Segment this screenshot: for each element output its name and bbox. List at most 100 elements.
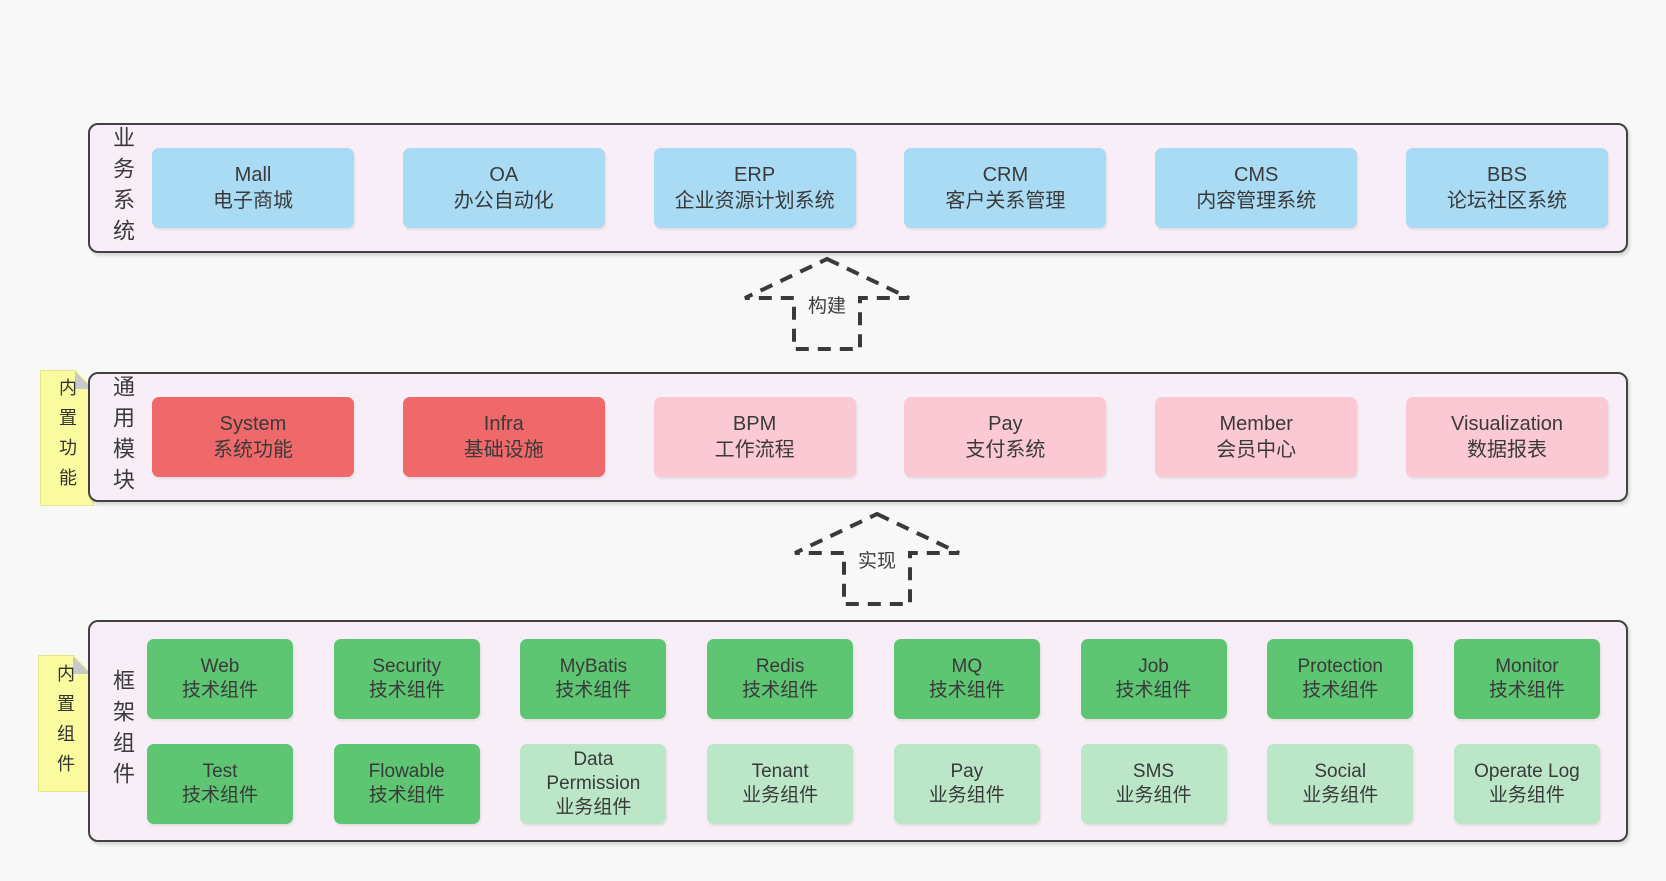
box-data-permission: Data Permission 业务组件 <box>520 744 667 824</box>
box-desc: 技术组件 <box>1488 680 1565 701</box>
box-desc: 技术组件 <box>181 680 258 701</box>
box-crm: CRM 客户关系管理 <box>904 148 1107 228</box>
box-desc: 系统功能 <box>213 439 293 461</box>
box-desc: 业务组件 <box>555 797 632 818</box>
box-desc: 业务组件 <box>1302 785 1379 806</box>
box-web: Web 技术组件 <box>147 639 293 719</box>
box-name: MQ <box>951 656 983 677</box>
box-bbs: BBS 论坛社区系统 <box>1405 148 1608 228</box>
box-sms: SMS 业务组件 <box>1080 744 1227 824</box>
box-name: Web <box>200 656 240 677</box>
box-row: Mall 电子商城 OA 办公自动化 ERP 企业资源计划系统 CRM 客户关系… <box>152 148 1608 228</box>
box-desc: 业务组件 <box>742 785 819 806</box>
box-test: Test 技术组件 <box>147 744 293 824</box>
box-system: System 系统功能 <box>152 397 354 477</box>
box-name: ERP <box>734 164 776 186</box>
box-desc: 电子商城 <box>213 190 293 212</box>
section-side-label: 通用模块 <box>110 375 135 499</box>
section-side-label: 框架组件 <box>110 669 135 793</box>
box-desc: 技术组件 <box>742 680 819 701</box>
box-bpm: BPM 工作流程 <box>653 397 856 477</box>
box-job: Job 技术组件 <box>1080 639 1227 719</box>
box-row: System 系统功能 Infra 基础设施 BPM 工作流程 Pay 支付系统… <box>152 397 1608 477</box>
box-monitor: Monitor 技术组件 <box>1453 639 1600 719</box>
section-framework-components: 框架组件 Web 技术组件 Security 技术组件 MyBatis 技术组件… <box>88 620 1628 842</box>
box-cms: CMS 内容管理系统 <box>1155 148 1358 228</box>
box-name: Tenant <box>751 761 809 782</box>
box-desc: 技术组件 <box>928 680 1005 701</box>
section-common-modules: 通用模块 System 系统功能 Infra 基础设施 BPM 工作流程 Pay… <box>88 372 1628 502</box>
box-desc: 内容管理系统 <box>1196 190 1317 212</box>
box-name: Security <box>372 656 442 677</box>
box-name: Monitor <box>1495 656 1559 677</box>
section-business-systems: 业务系统 Mall 电子商城 OA 办公自动化 ERP 企业资源计划系统 CRM… <box>88 123 1628 253</box>
box-erp: ERP 企业资源计划系统 <box>653 148 856 228</box>
dashed-up-arrow-icon <box>744 256 910 351</box>
box-pay-biz: Pay 业务组件 <box>893 744 1040 824</box>
box-name: Social <box>1314 761 1367 782</box>
box-name: System <box>219 413 287 435</box>
box-name: BBS <box>1486 164 1527 186</box>
box-name: Pay <box>950 761 984 782</box>
box-name: Mall <box>234 164 272 186</box>
box-redis: Redis 技术组件 <box>707 639 854 719</box>
box-security: Security 技术组件 <box>333 639 480 719</box>
arrow-implement: 实现 <box>792 511 962 607</box>
box-mybatis: MyBatis 技术组件 <box>520 639 667 719</box>
section-side-label: 业务系统 <box>110 126 135 250</box>
box-name: Pay <box>988 413 1023 435</box>
box-desc: 技术组件 <box>368 785 445 806</box>
box-desc: 技术组件 <box>181 785 258 806</box>
note-label: 内置功能 <box>57 378 77 498</box>
box-member: Member 会员中心 <box>1155 397 1358 477</box>
box-desc: 数据报表 <box>1466 439 1547 461</box>
box-desc: 办公自动化 <box>453 190 554 212</box>
box-desc: 支付系统 <box>965 439 1046 461</box>
box-desc: 业务组件 <box>928 785 1005 806</box>
box-name: Test <box>202 761 238 782</box>
box-desc: 客户关系管理 <box>945 190 1066 212</box>
box-name: OA <box>489 164 519 186</box>
box-desc: 业务组件 <box>1115 785 1192 806</box>
dashed-up-arrow-icon <box>794 511 960 606</box>
box-name: SMS <box>1132 761 1175 782</box>
box-name: BPM <box>732 413 777 435</box>
box-desc: 业务组件 <box>1488 785 1565 806</box>
box-desc: 论坛社区系统 <box>1446 190 1567 212</box>
box-desc: 技术组件 <box>368 680 445 701</box>
box-desc: 技术组件 <box>1302 680 1379 701</box>
box-desc: 工作流程 <box>714 439 795 461</box>
box-desc: 技术组件 <box>555 680 632 701</box>
arrow-label: 实现 <box>852 545 902 574</box>
box-name: CRM <box>982 164 1029 186</box>
box-desc: 基础设施 <box>463 439 544 461</box>
box-name: Protection <box>1297 656 1383 677</box>
box-operate-log: Operate Log 业务组件 <box>1453 744 1600 824</box>
arrow-build: 构建 <box>742 256 912 352</box>
box-name: Redis <box>755 656 805 677</box>
box-desc: 技术组件 <box>1115 680 1192 701</box>
box-desc: 会员中心 <box>1216 439 1297 461</box>
box-infra: Infra 基础设施 <box>402 397 605 477</box>
box-name: Data Permission <box>546 749 641 794</box>
box-row: Web 技术组件 Security 技术组件 MyBatis 技术组件 Redi… <box>147 639 1600 719</box>
box-flowable: Flowable 技术组件 <box>333 744 480 824</box>
box-mq: MQ 技术组件 <box>893 639 1040 719</box>
box-name: Flowable <box>368 761 445 782</box>
box-visualization: Visualization 数据报表 <box>1405 397 1608 477</box>
box-name: CMS <box>1233 164 1279 186</box>
arrow-label: 构建 <box>802 290 852 319</box>
box-oa: OA 办公自动化 <box>402 148 605 228</box>
box-protection: Protection 技术组件 <box>1267 639 1414 719</box>
box-name: MyBatis <box>559 656 628 677</box>
box-social: Social 业务组件 <box>1267 744 1414 824</box>
box-desc: 企业资源计划系统 <box>674 190 835 212</box>
note-label: 内置组件 <box>55 663 75 784</box>
box-name: Operate Log <box>1474 761 1580 782</box>
box-name: Infra <box>483 413 524 435</box>
box-tenant: Tenant 业务组件 <box>707 744 854 824</box>
box-row: Test 技术组件 Flowable 技术组件 Data Permission … <box>147 744 1600 824</box>
box-mall: Mall 电子商城 <box>152 148 354 228</box>
box-pay: Pay 支付系统 <box>904 397 1107 477</box>
box-name: Member <box>1219 413 1293 435</box>
